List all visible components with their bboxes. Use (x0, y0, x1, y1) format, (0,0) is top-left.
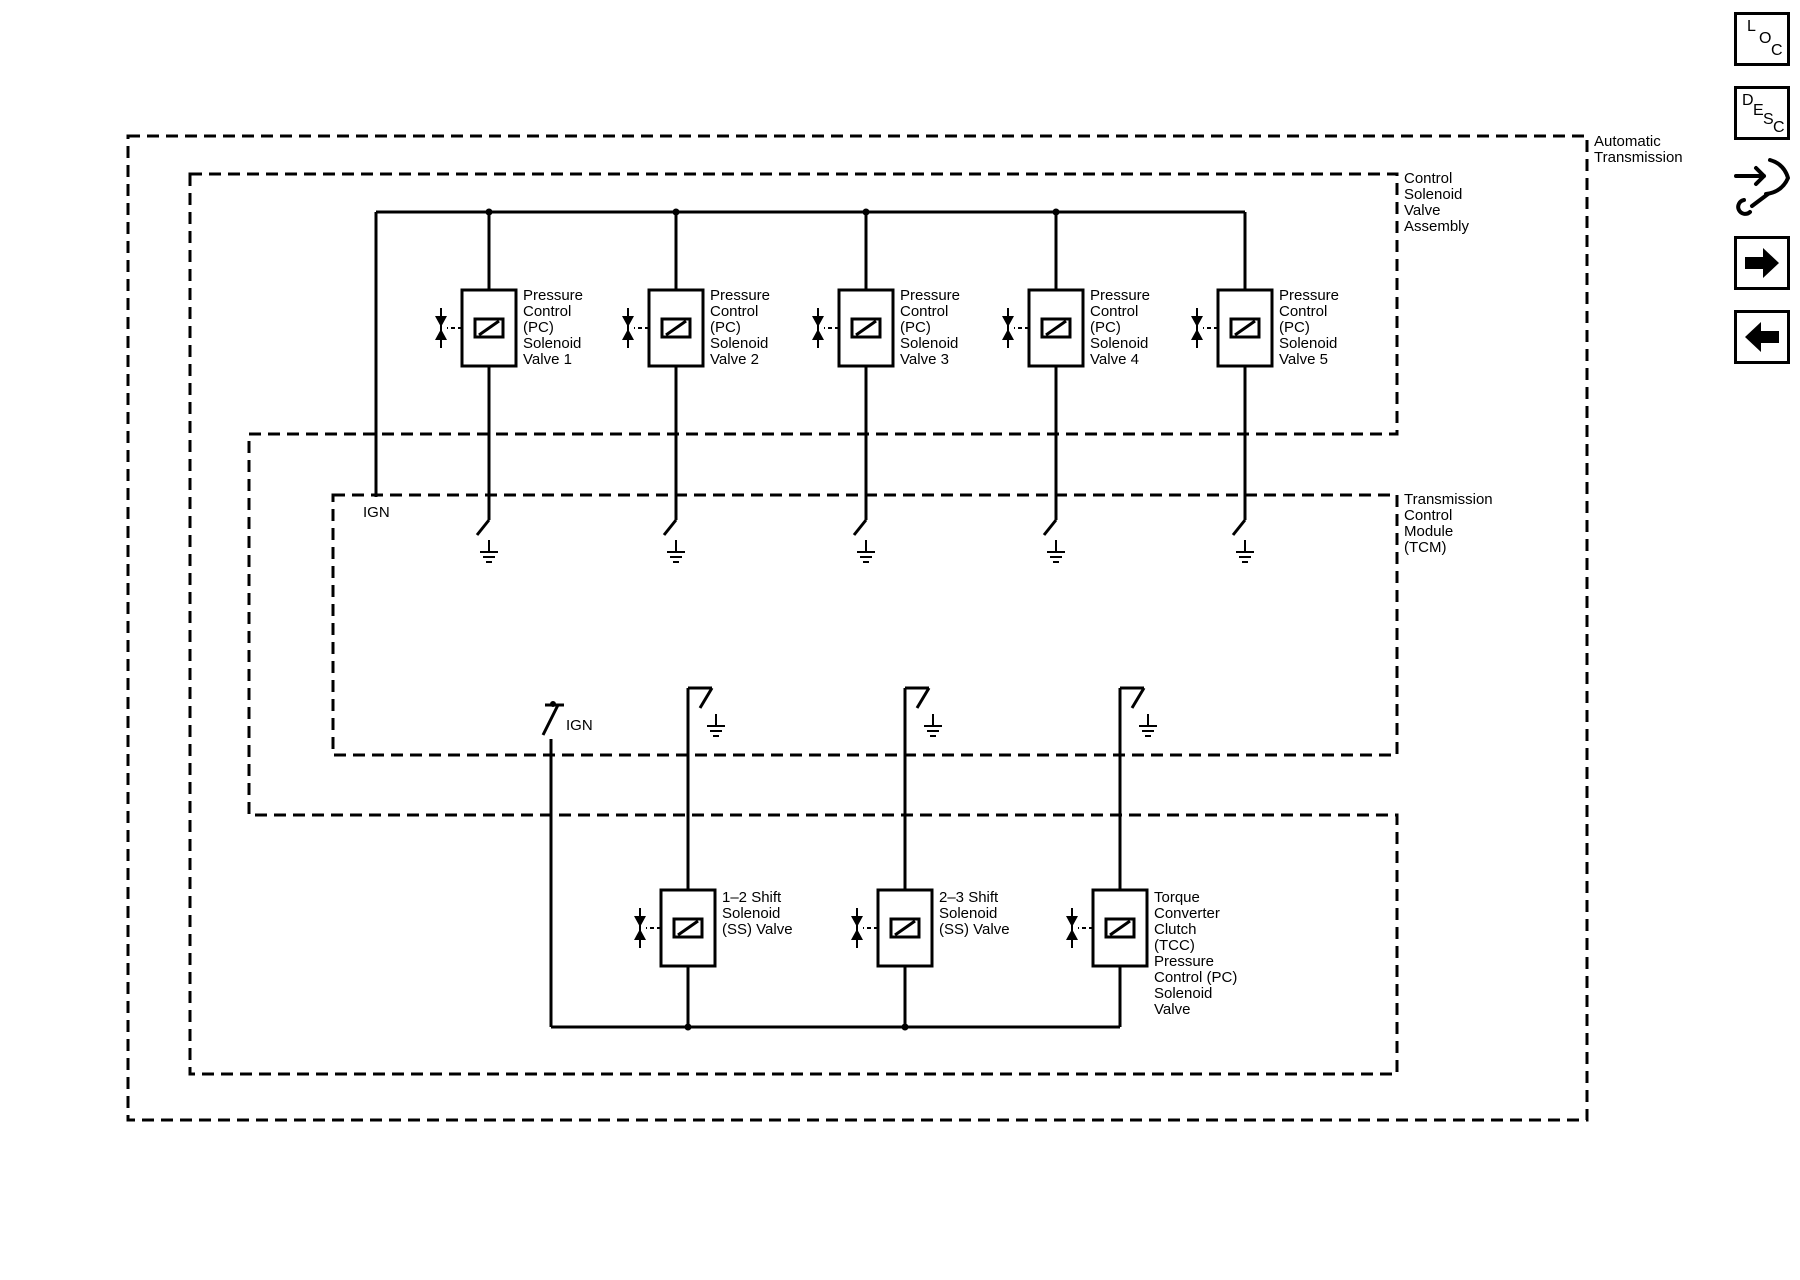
pc-solenoid-3-coil-core (855, 319, 877, 337)
lower-solenoid-2-coil (889, 917, 921, 939)
lower-solenoid-3-driver-switch (1130, 687, 1146, 709)
pc-solenoid-1-junction (485, 208, 493, 216)
pc-solenoid-3-driver-switch (852, 519, 868, 536)
arrow-left-icon (1745, 322, 1779, 352)
lower-solenoid-1-driver-switch (698, 687, 714, 709)
connector-wrench-button[interactable] (1730, 154, 1794, 216)
previous-button[interactable] (1734, 310, 1790, 364)
pc-solenoid-2-coil-core (665, 319, 687, 337)
control-solenoid-assembly-label: Control Solenoid Valve Assembly (1404, 170, 1470, 235)
pc-solenoid-2-driver-switch (662, 519, 678, 536)
pc-solenoid-4-junction (1052, 208, 1060, 216)
tcm-label: Transmission Control Module (TCM) (1404, 491, 1497, 556)
lower-solenoid-3-coil (1104, 917, 1136, 939)
description-button[interactable]: D E S C (1734, 86, 1790, 140)
lower-solenoid-1-junction (684, 1023, 692, 1031)
lower-solenoid-3-coil-core (1109, 919, 1131, 937)
desc-letter-d: D (1742, 92, 1754, 109)
pc-solenoid-5-driver-switch (1231, 519, 1247, 536)
pc-solenoid-4-coil-core (1045, 319, 1067, 337)
loc-letter-c: C (1771, 42, 1783, 59)
pc-solenoid-5-coil (1229, 317, 1261, 339)
next-button[interactable] (1734, 236, 1790, 290)
desc-letter-s: S (1763, 111, 1774, 128)
lower-solenoid-1-coil (672, 917, 704, 939)
location-button[interactable]: L O C (1734, 12, 1790, 66)
pc-solenoid-4-coil (1040, 317, 1072, 339)
ign-label-upper: IGN (363, 504, 390, 521)
lower-solenoid-2-coil-core (894, 919, 916, 937)
automatic-transmission-boundary (126, 134, 1589, 1122)
pc-solenoid-3-junction (862, 208, 870, 216)
pc-solenoid-1-coil (473, 317, 505, 339)
ign-switch (541, 704, 560, 736)
loc-letter-l: L (1747, 18, 1756, 35)
connector-wrench-icon (1734, 158, 1790, 216)
lower-solenoid-2-driver-switch (915, 687, 931, 709)
pc-solenoid-5-coil-core (1234, 319, 1256, 337)
desc-letter-c: C (1773, 119, 1785, 136)
lower-solenoid-2-junction (901, 1023, 909, 1031)
loc-letter-o: O (1759, 30, 1772, 47)
pc-solenoid-1-coil-core (478, 319, 500, 337)
pc-solenoid-4-driver-switch (1042, 519, 1058, 536)
pc-solenoid-3-coil (850, 317, 882, 339)
desc-letter-e: E (1753, 102, 1764, 119)
arrow-right-icon (1745, 248, 1779, 278)
pc-solenoid-2-coil (660, 317, 692, 339)
control-solenoid-assembly-boundary (188, 172, 1399, 1076)
lower-solenoid-1-coil-core (677, 919, 699, 937)
tcm-boundary (331, 493, 1399, 757)
ign-label-lower: IGN (566, 717, 593, 734)
pc-solenoid-2-junction (672, 208, 680, 216)
automatic-transmission-label: Automatic Transmission (1594, 133, 1683, 166)
pc-solenoid-1-driver-switch (475, 519, 491, 536)
